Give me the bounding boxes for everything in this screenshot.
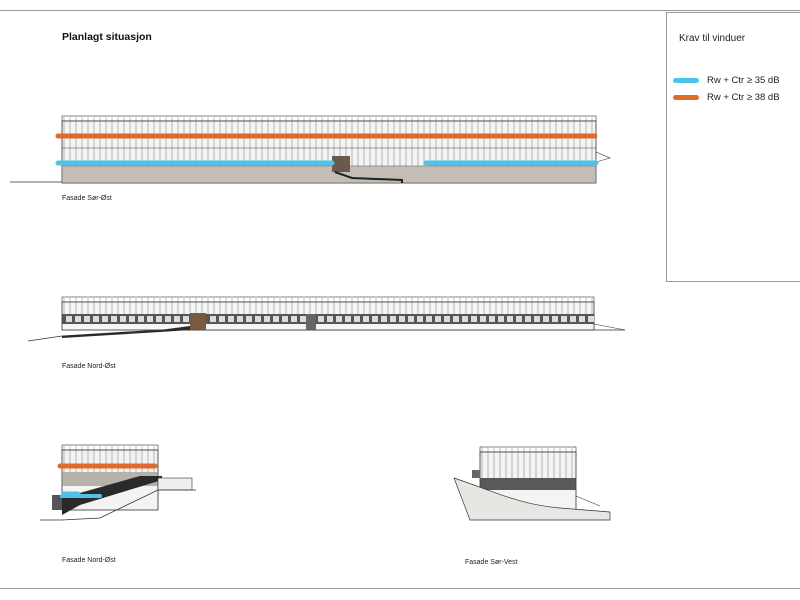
elevation-nord-ost-short xyxy=(40,444,196,521)
facade-lamellas-nord-ost xyxy=(63,298,593,314)
facade-lamellas xyxy=(63,117,593,166)
caption-fasade-sor-ost: Fasade Sør-Øst xyxy=(62,195,112,202)
elevation-sor-vest xyxy=(453,446,611,521)
legend-label-35db: Rw + Ctr ≥ 35 dB xyxy=(707,75,780,86)
legend-label-38db: Rw + Ctr ≥ 38 dB xyxy=(707,92,780,103)
window-row-nord-ost xyxy=(66,316,594,322)
caption-fasade-nord-ost: Fasade Nord-Øst xyxy=(62,363,116,370)
caption-fasade-nord-ost-2: Fasade Nord-Øst xyxy=(62,557,116,564)
page-title: Planlagt situasjon xyxy=(62,31,152,43)
bottom-frame-line xyxy=(0,588,800,589)
elevation-nord-ost-long xyxy=(27,296,626,342)
legend-box: Krav til vinduer Rw + Ctr ≥ 35 dB Rw + C… xyxy=(666,12,800,282)
legend-title: Krav til vinduer xyxy=(679,33,746,44)
elevation-sor-ost xyxy=(10,115,611,184)
legend-item-35db: Rw + Ctr ≥ 35 dB xyxy=(673,75,780,86)
top-frame-line xyxy=(0,10,800,11)
legend-swatch-orange xyxy=(673,95,699,100)
legend-swatch-blue xyxy=(673,78,699,83)
caption-fasade-sor-vest: Fasade Sør-Vest xyxy=(465,559,518,566)
legend-item-38db: Rw + Ctr ≥ 38 dB xyxy=(673,92,780,103)
